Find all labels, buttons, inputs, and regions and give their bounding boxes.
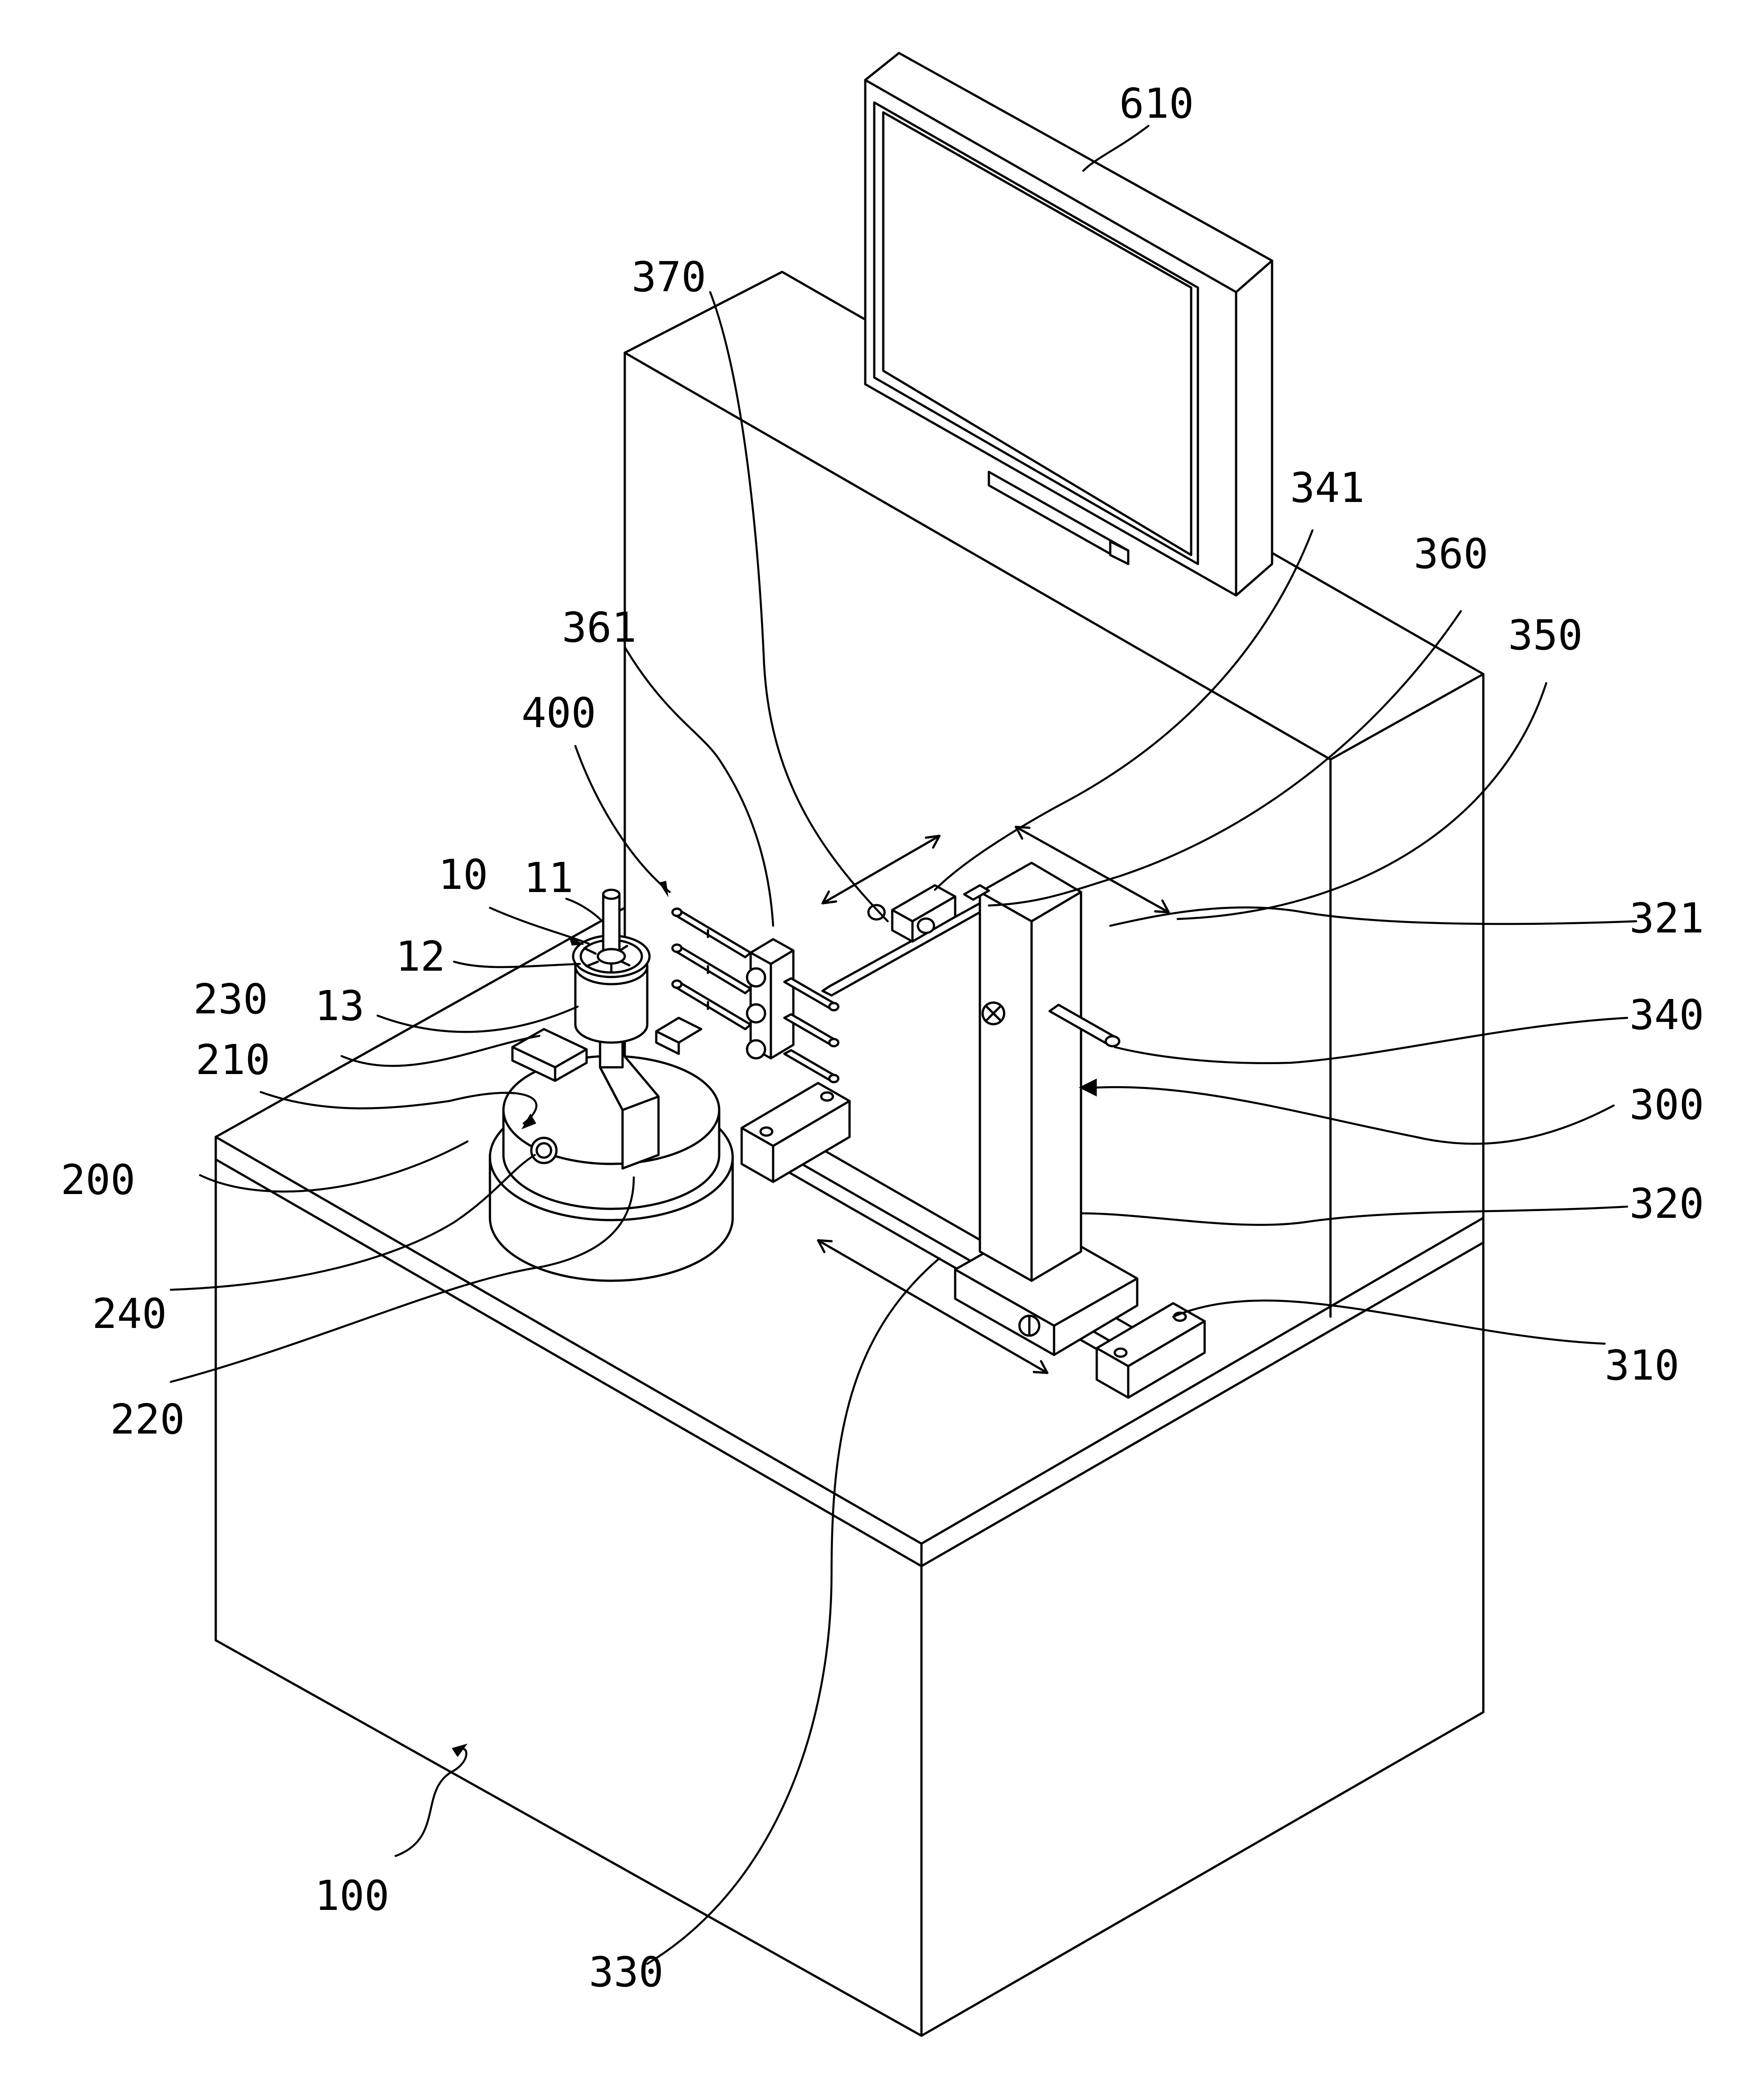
label-340: 340 <box>1629 991 1704 1039</box>
label-350: 350 <box>1508 611 1583 659</box>
label-300: 300 <box>1629 1081 1704 1129</box>
workpiece <box>572 888 651 1069</box>
chuck-jaws <box>511 1017 703 1170</box>
linear-guide <box>740 1082 1206 1399</box>
slider-block <box>954 1221 1139 1356</box>
probe-holder <box>671 907 840 1083</box>
label-13: 13 <box>315 982 365 1030</box>
label-200: 200 <box>61 1156 135 1204</box>
back-housing <box>623 271 1485 1318</box>
label-220: 220 <box>110 1395 185 1443</box>
label-330: 330 <box>589 1948 663 1996</box>
label-240: 240 <box>92 1290 167 1338</box>
label-610: 610 <box>1119 80 1194 128</box>
chuck <box>502 1055 721 1210</box>
label-370: 370 <box>632 253 706 301</box>
label-100: 100 <box>315 1872 389 1920</box>
label-320: 320 <box>1629 1180 1704 1228</box>
label-361: 361 <box>562 604 636 652</box>
label-230: 230 <box>193 975 268 1023</box>
horizontal-arm <box>821 884 990 997</box>
leader-lines <box>169 124 1637 1965</box>
reference-labels: 610 370 341 360 350 361 400 10 11 12 13 … <box>61 80 1704 1996</box>
label-341: 341 <box>1290 464 1365 512</box>
label-360: 360 <box>1414 530 1488 578</box>
label-10: 10 <box>438 851 488 899</box>
monitor <box>864 52 1273 597</box>
label-321: 321 <box>1629 894 1704 942</box>
leader-arrowheads <box>452 881 1097 1757</box>
label-11: 11 <box>524 854 574 902</box>
vertical-column <box>979 861 1082 1282</box>
knob-340 <box>1048 1003 1121 1048</box>
label-310: 310 <box>1605 1341 1679 1390</box>
label-400: 400 <box>521 689 596 737</box>
label-210: 210 <box>196 1036 270 1084</box>
direction-arrows <box>817 826 1170 1374</box>
base-table <box>214 906 1485 2037</box>
label-12: 12 <box>396 932 445 981</box>
